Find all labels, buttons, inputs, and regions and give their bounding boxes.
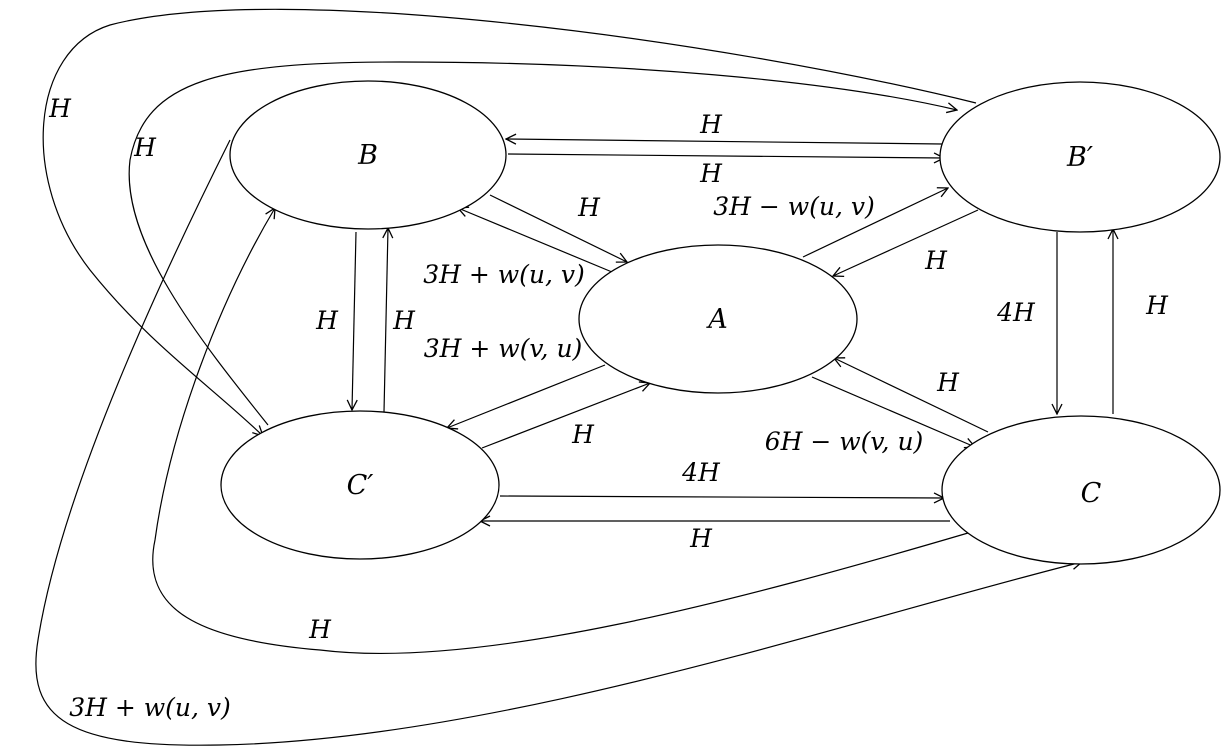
label-cp-to-bp-outer: H — [133, 133, 157, 162]
label-b-to-c-outer: 3H + w(u, v) — [69, 693, 231, 722]
edge-b-to-a — [489, 194, 627, 262]
edge-bp-to-b-top — [506, 139, 943, 144]
label-c-to-bp: H — [1145, 291, 1169, 320]
edge-cp-to-a — [481, 383, 650, 449]
label-cp-to-a: H — [571, 420, 595, 449]
label-b-to-bp: H — [699, 159, 723, 188]
node-c: C — [941, 415, 1221, 565]
edge-b-to-c-outer — [35, 139, 1082, 746]
label-b-to-cp: H — [315, 306, 339, 335]
edge-c-to-a — [834, 358, 989, 433]
label-b-to-a: H — [577, 193, 601, 222]
label-a-to-c: 6H − w(v, u) — [765, 427, 924, 456]
label-cp-to-b: H — [392, 306, 416, 335]
label-bp-to-b-top: H — [699, 110, 723, 139]
node-c-prime-label: C′ — [347, 470, 374, 501]
label-a-to-b: 3H + w(u, v) — [423, 260, 585, 289]
node-b-prime: B′ — [939, 81, 1221, 233]
edge-cp-to-b — [384, 228, 388, 413]
edge-bp-to-a — [833, 209, 979, 276]
label-bp-to-cp-outer: H — [48, 94, 72, 123]
edge-b-to-cp — [352, 231, 356, 410]
label-a-to-bp: 3H − w(u, v) — [713, 192, 875, 221]
edge-c-to-b-outer — [152, 208, 969, 655]
edge-cp-to-c — [499, 496, 944, 498]
edge-a-to-bp — [802, 188, 948, 258]
node-c-label: C — [1081, 478, 1102, 509]
edge-bp-to-cp-outer — [42, 8, 977, 436]
edge-a-to-cp — [447, 364, 606, 428]
node-c-prime: C′ — [220, 410, 500, 560]
node-b: B — [229, 80, 507, 230]
node-b-prime-label: B′ — [1066, 142, 1093, 173]
edge-a-to-c — [811, 376, 975, 447]
edge-cp-to-bp-outer — [128, 61, 957, 426]
node-b-label: B — [357, 140, 378, 171]
label-c-to-a: H — [936, 368, 960, 397]
edge-a-to-b — [458, 208, 613, 273]
label-bp-to-a: H — [924, 246, 948, 275]
label-cp-to-c: 4H — [681, 458, 721, 487]
label-a-to-cp: 3H + w(v, u) — [424, 334, 583, 363]
node-a-label: A — [705, 304, 728, 335]
edge-b-to-bp — [507, 154, 944, 158]
label-c-to-b-outer: H — [308, 615, 332, 644]
node-a: A — [578, 244, 858, 394]
label-c-to-cp: H — [689, 524, 713, 553]
label-bp-to-c: 4H — [996, 298, 1036, 327]
